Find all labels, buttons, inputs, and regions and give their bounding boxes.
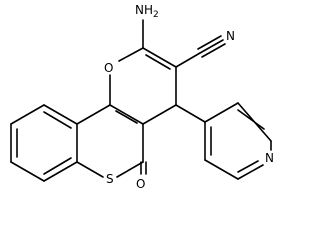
molecule-structure: NH2 O N S O N bbox=[10, 3, 274, 191]
bond bbox=[43, 111, 72, 129]
bond bbox=[204, 159, 239, 180]
bond bbox=[43, 161, 78, 182]
amino-label: NH2 bbox=[135, 3, 159, 20]
bond bbox=[204, 102, 239, 123]
bond bbox=[76, 161, 104, 178]
bond bbox=[118, 47, 144, 62]
bond bbox=[201, 43, 226, 58]
bond bbox=[175, 52, 201, 68]
pyran-oxygen-label: O bbox=[104, 61, 113, 75]
bond bbox=[115, 110, 138, 124]
bond bbox=[109, 104, 144, 125]
bond bbox=[145, 54, 171, 70]
bond bbox=[175, 104, 206, 123]
nitrile-nitrogen-label: N bbox=[226, 29, 235, 43]
atom-labels: NH2 O N S O N bbox=[104, 3, 274, 191]
bond bbox=[43, 157, 72, 175]
bond bbox=[10, 161, 45, 182]
bond bbox=[76, 104, 111, 125]
thio-sulfur-label: S bbox=[106, 172, 114, 186]
bond bbox=[197, 35, 222, 50]
bond bbox=[237, 164, 264, 180]
bond bbox=[43, 104, 78, 125]
bonds bbox=[10, 19, 272, 182]
bond bbox=[142, 104, 177, 125]
bond bbox=[237, 109, 265, 130]
bond bbox=[199, 39, 224, 54]
bond bbox=[142, 47, 177, 68]
bond bbox=[237, 160, 259, 173]
carbonyl-oxygen-label: O bbox=[136, 177, 145, 191]
bond bbox=[10, 104, 45, 125]
bond bbox=[116, 161, 144, 178]
pyridine-nitrogen-label: N bbox=[265, 151, 274, 165]
